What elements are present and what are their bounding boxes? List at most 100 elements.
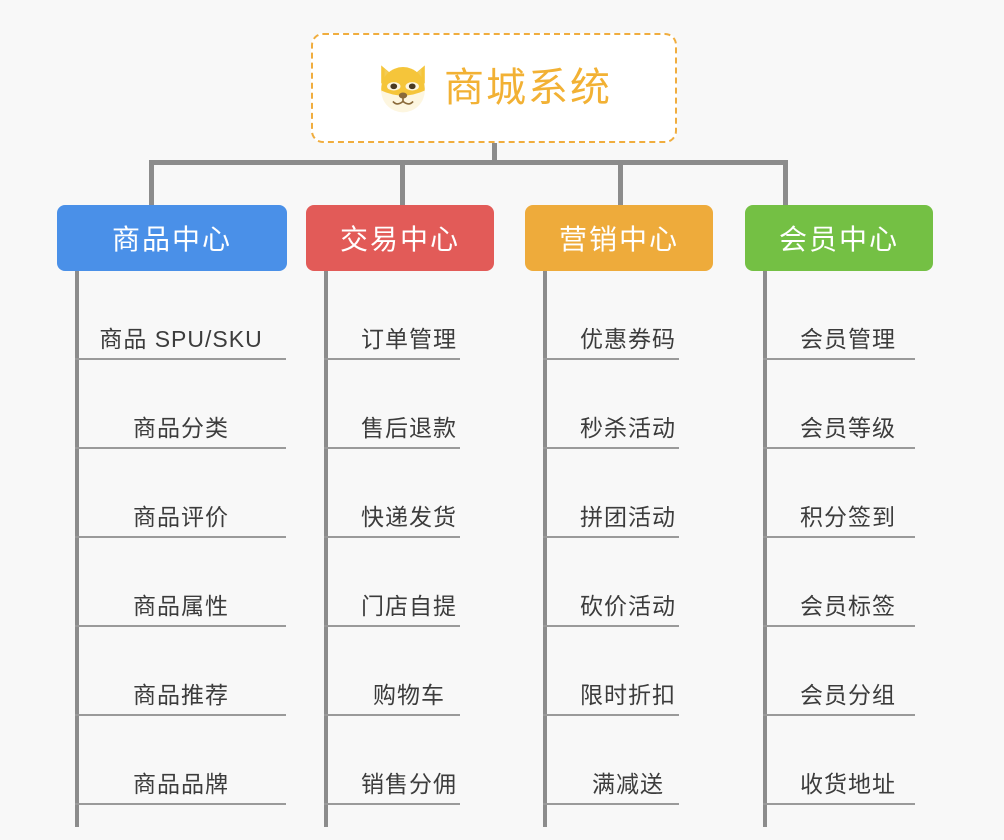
leaf-label: 商品评价 — [133, 503, 229, 530]
leaf-underline — [75, 625, 286, 627]
branch-column-product: 商品中心 商品 SPU/SKU 商品分类 商品评价 商品属性 商品推荐 — [57, 205, 287, 827]
leaf-label: 收货地址 — [800, 770, 896, 797]
leaf-label: 快递发货 — [361, 503, 457, 530]
leaf-label: 门店自提 — [361, 592, 457, 619]
leaf-label: 商品品牌 — [133, 770, 229, 797]
leaf-item[interactable]: 限时折扣 — [543, 627, 713, 716]
leaf-underline — [763, 536, 915, 538]
leaf-underline — [75, 358, 286, 360]
leaf-item[interactable]: 收货地址 — [763, 716, 933, 805]
leaf-item[interactable]: 积分签到 — [763, 449, 933, 538]
leaf-list-product: 商品 SPU/SKU 商品分类 商品评价 商品属性 商品推荐 商品品牌 — [75, 271, 287, 805]
leaf-label: 积分签到 — [800, 503, 896, 530]
shiba-dog-face-icon — [381, 65, 425, 113]
leaf-label: 售后退款 — [361, 414, 457, 441]
leaf-label: 商品分类 — [133, 414, 229, 441]
leaf-item[interactable]: 商品品牌 — [75, 716, 287, 805]
leaf-label: 满减送 — [592, 770, 664, 797]
branch-column-member: 会员中心 会员管理 会员等级 积分签到 会员标签 会员分组 — [745, 205, 933, 827]
leaf-item[interactable]: 商品 SPU/SKU — [75, 271, 287, 360]
connector-horizontal-bar — [149, 160, 788, 165]
branch-header-member[interactable]: 会员中心 — [745, 205, 933, 271]
leaf-underline — [75, 447, 286, 449]
leaf-item[interactable]: 秒杀活动 — [543, 360, 713, 449]
connector-drop-3 — [618, 160, 623, 205]
branch-column-trade: 交易中心 订单管理 售后退款 快递发货 门店自提 购物车 — [306, 205, 494, 827]
leaf-underline — [324, 447, 460, 449]
leaf-list-member: 会员管理 会员等级 积分签到 会员标签 会员分组 收货地址 — [763, 271, 933, 805]
leaf-label: 优惠券码 — [580, 325, 676, 352]
leaf-underline — [763, 625, 915, 627]
root-title: 商城系统 — [444, 66, 612, 110]
leaf-underline — [324, 536, 460, 538]
leaf-item[interactable]: 商品评价 — [75, 449, 287, 538]
leaf-item[interactable]: 会员分组 — [763, 627, 933, 716]
root-node[interactable]: 商城系统 — [311, 33, 677, 143]
leaf-underline — [763, 714, 915, 716]
branch-header-trade[interactable]: 交易中心 — [306, 205, 494, 271]
leaf-label: 拼团活动 — [580, 503, 676, 530]
leaf-underline — [763, 447, 915, 449]
branch-spine — [763, 271, 767, 827]
leaf-item[interactable]: 门店自提 — [324, 538, 494, 627]
leaf-item[interactable]: 快递发货 — [324, 449, 494, 538]
leaf-item[interactable]: 会员管理 — [763, 271, 933, 360]
leaf-underline — [75, 714, 286, 716]
leaf-underline — [543, 447, 679, 449]
leaf-underline — [543, 803, 679, 805]
leaf-underline — [543, 536, 679, 538]
leaf-label: 商品推荐 — [133, 681, 229, 708]
leaf-item[interactable]: 购物车 — [324, 627, 494, 716]
leaf-item[interactable]: 满减送 — [543, 716, 713, 805]
leaf-underline — [543, 714, 679, 716]
leaf-label: 销售分佣 — [361, 770, 457, 797]
branch-header-label: 会员中心 — [778, 224, 899, 255]
leaf-item[interactable]: 售后退款 — [324, 360, 494, 449]
branch-header-label: 商品中心 — [111, 224, 232, 255]
branch-spine — [75, 271, 79, 827]
connector-drop-4 — [783, 160, 788, 205]
branch-header-label: 交易中心 — [339, 224, 460, 255]
leaf-label: 商品属性 — [133, 592, 229, 619]
leaf-underline — [324, 625, 460, 627]
leaf-underline — [324, 358, 460, 360]
leaf-item[interactable]: 会员标签 — [763, 538, 933, 627]
leaf-item[interactable]: 订单管理 — [324, 271, 494, 360]
connector-root-stub — [492, 143, 497, 162]
leaf-underline — [543, 625, 679, 627]
leaf-item[interactable]: 会员等级 — [763, 360, 933, 449]
branch-header-product[interactable]: 商品中心 — [57, 205, 287, 271]
branch-column-marketing: 营销中心 优惠券码 秒杀活动 拼团活动 砍价活动 限时折扣 — [525, 205, 713, 827]
leaf-label: 订单管理 — [361, 325, 457, 352]
leaf-label: 限时折扣 — [580, 681, 676, 708]
leaf-label: 砍价活动 — [580, 592, 676, 619]
leaf-item[interactable]: 商品分类 — [75, 360, 287, 449]
leaf-list-marketing: 优惠券码 秒杀活动 拼团活动 砍价活动 限时折扣 满减送 — [543, 271, 713, 805]
leaf-underline — [75, 803, 286, 805]
leaf-underline — [763, 358, 915, 360]
leaf-item[interactable]: 销售分佣 — [324, 716, 494, 805]
leaf-label: 会员管理 — [800, 325, 896, 352]
leaf-item[interactable]: 拼团活动 — [543, 449, 713, 538]
leaf-item[interactable]: 砍价活动 — [543, 538, 713, 627]
leaf-label: 秒杀活动 — [580, 414, 676, 441]
leaf-label: 会员标签 — [800, 592, 896, 619]
leaf-underline — [75, 536, 286, 538]
branch-spine — [324, 271, 328, 827]
branch-header-marketing[interactable]: 营销中心 — [525, 205, 713, 271]
branch-spine — [543, 271, 547, 827]
connector-drop-1 — [149, 160, 154, 205]
leaf-label: 商品 SPU/SKU — [99, 325, 263, 352]
leaf-underline — [763, 803, 915, 805]
leaf-label: 购物车 — [373, 681, 445, 708]
connector-drop-2 — [400, 160, 405, 205]
leaf-list-trade: 订单管理 售后退款 快递发货 门店自提 购物车 销售分佣 — [324, 271, 494, 805]
leaf-label: 会员分组 — [800, 681, 896, 708]
branch-header-label: 营销中心 — [558, 224, 679, 255]
leaf-item[interactable]: 优惠券码 — [543, 271, 713, 360]
leaf-label: 会员等级 — [800, 414, 896, 441]
leaf-underline — [324, 714, 460, 716]
leaf-item[interactable]: 商品属性 — [75, 538, 287, 627]
leaf-item[interactable]: 商品推荐 — [75, 627, 287, 716]
